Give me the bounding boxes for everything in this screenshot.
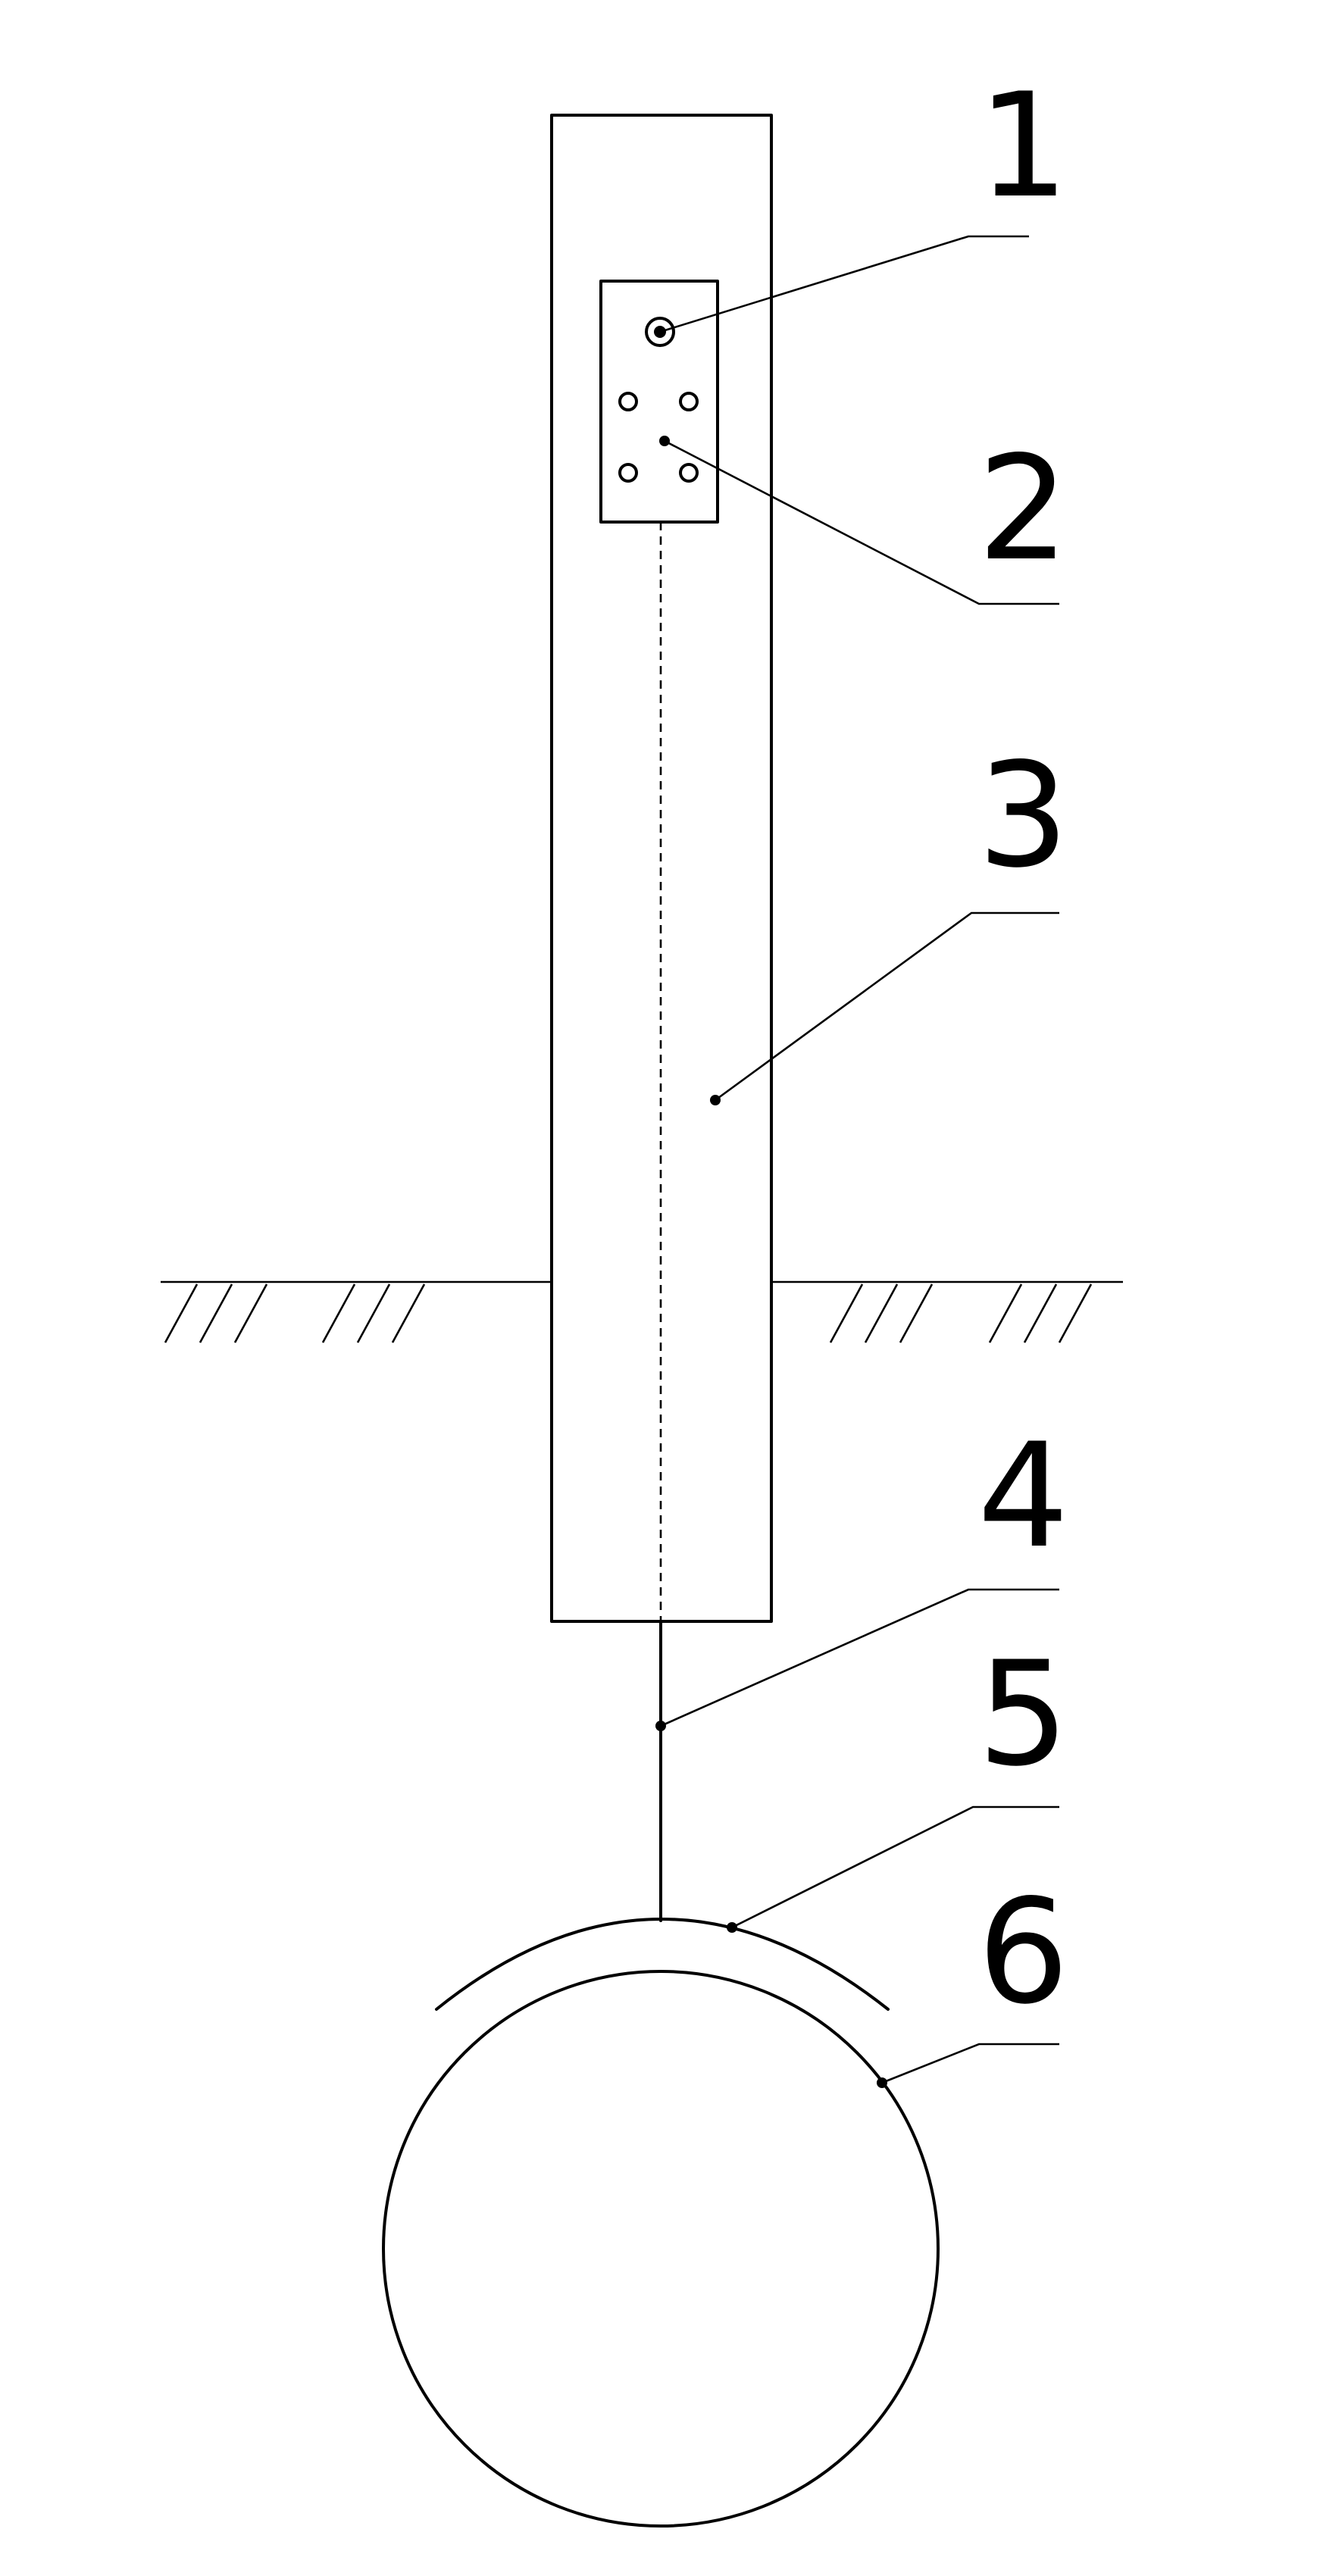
leader-6 — [877, 2043, 1059, 2088]
bolt-hole — [679, 392, 699, 411]
label-4: 4 — [977, 1412, 1069, 1580]
leader-4 — [655, 1588, 1059, 1731]
leader-2 — [659, 436, 1059, 605]
bolt-hole — [618, 392, 638, 411]
pipe-circle — [382, 1970, 940, 2528]
label-5: 5 — [977, 1630, 1069, 1798]
label-6: 6 — [977, 1868, 1069, 2036]
terminal-outer-ring — [645, 317, 675, 347]
clamp-arc — [435, 1918, 890, 2011]
label-1: 1 — [977, 62, 1069, 230]
bolt-hole — [618, 463, 638, 483]
leader-1 — [659, 235, 1029, 333]
leader-5 — [727, 1805, 1059, 1933]
label-3: 3 — [977, 732, 1069, 899]
ground-hatching — [164, 1283, 1093, 1343]
bolt-hole — [679, 463, 699, 483]
terminal-box — [599, 280, 719, 524]
leader-3 — [710, 911, 1059, 1105]
label-2: 2 — [977, 425, 1069, 592]
